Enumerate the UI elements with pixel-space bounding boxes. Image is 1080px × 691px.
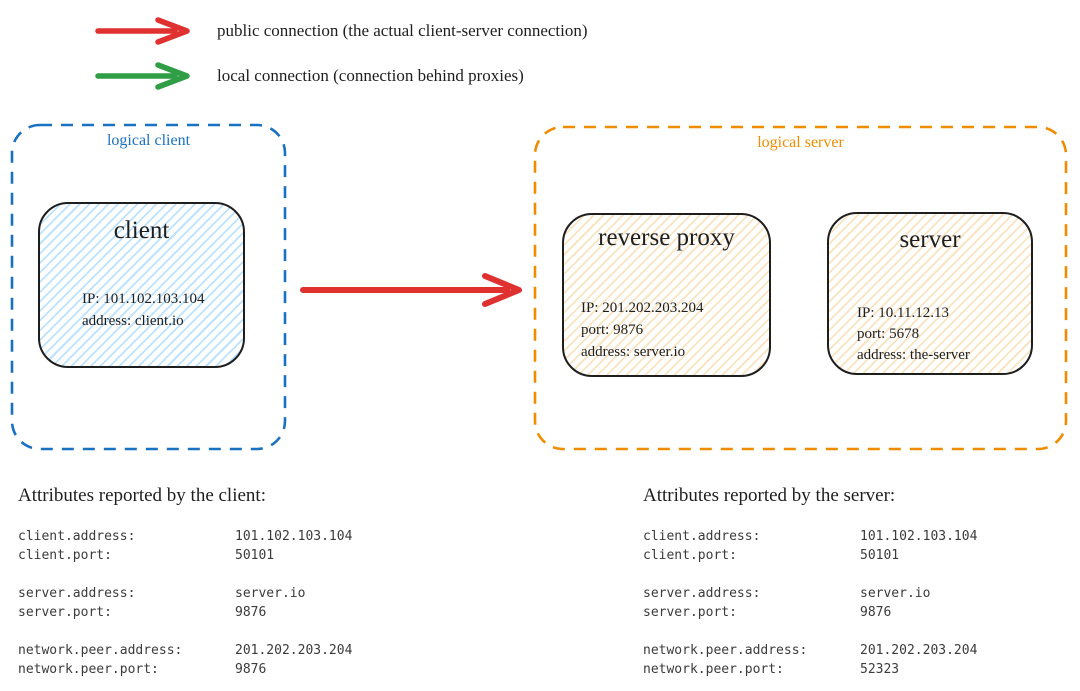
attr-key: server.port: — [18, 605, 112, 620]
attr-key: server.port: — [643, 605, 737, 620]
attr-key: client.port: — [18, 548, 112, 563]
attr-row: client.port: 50101 — [643, 546, 977, 565]
client-node: client IP: 101.102.103.104 address: clie… — [38, 202, 245, 368]
client-attr-group-client: client.address: 101.102.103.104 client.p… — [18, 527, 352, 565]
attr-value: 52323 — [860, 662, 900, 677]
server-attr-group-network-peer: network.peer.address: 201.202.203.204 ne… — [643, 641, 977, 679]
client-attr-group-server: server.address: server.io server.port: 9… — [18, 584, 352, 622]
attr-key: network.peer.port: — [18, 662, 159, 677]
reverse-proxy-node: reverse proxy IP: 201.202.203.204 port: … — [562, 213, 771, 377]
public-connection-arrow-path — [95, 17, 190, 45]
attr-value: 201.202.203.204 — [235, 643, 353, 658]
local-connection-arrow-icon — [95, 62, 190, 90]
client-node-title-text: client — [113, 217, 170, 244]
server-node-title-text: server — [899, 226, 961, 253]
local-connection-arrow-path — [95, 62, 190, 90]
client-attributes-table: client.address: 101.102.103.104 client.p… — [18, 527, 352, 679]
legend-label-local-connection: local connection (connection behind prox… — [217, 66, 524, 85]
server-attr-group-server: server.address: server.io server.port: 9… — [643, 584, 977, 622]
server-node-details: IP: 10.11.12.13 port: 5678 address: the-… — [857, 303, 970, 366]
attr-row: server.address: server.io — [18, 584, 352, 603]
server-node-title: server — [829, 223, 1031, 256]
public-connection-arrow-icon — [95, 17, 190, 45]
server-attributes-table: client.address: 101.102.103.104 client.p… — [643, 527, 977, 679]
client-node-ip: IP: 101.102.103.104 — [82, 291, 205, 307]
attr-key: client.address: — [18, 529, 136, 544]
reverse-proxy-node-port: port: 9876 — [581, 322, 644, 338]
logical-client-box: logical client client IP: 101.102.103.10… — [10, 123, 287, 451]
server-node-ip: IP: 10.11.12.13 — [857, 305, 949, 321]
attr-key: network.peer.address: — [643, 643, 808, 658]
attr-value: 9876 — [235, 605, 267, 620]
attr-row: client.port: 50101 — [18, 546, 352, 565]
logical-client-label: logical client — [106, 132, 191, 149]
server-node-port: port: 5678 — [857, 326, 920, 342]
attr-row: server.port: 9876 — [18, 603, 352, 622]
attr-row: server.port: 9876 — [643, 603, 977, 622]
attr-row: client.address: 101.102.103.104 — [643, 527, 977, 546]
attr-value: 9876 — [235, 662, 267, 677]
logical-client-border-rect — [10, 123, 287, 451]
client-attr-group-network-peer: network.peer.address: 201.202.203.204 ne… — [18, 641, 352, 679]
client-node-details: IP: 101.102.103.104 address: client.io — [82, 288, 205, 332]
server-node-address: address: the-server — [857, 347, 970, 363]
reverse-proxy-node-title-text: reverse proxy — [598, 224, 735, 251]
attr-value: 101.102.103.104 — [860, 529, 978, 544]
client-node-title: client — [40, 214, 243, 247]
attr-value: 50101 — [235, 548, 275, 563]
logical-client-dashed-border — [10, 123, 287, 451]
attr-value: 50101 — [860, 548, 900, 563]
reverse-proxy-node-details: IP: 201.202.203.204 port: 9876 address: … — [581, 297, 704, 363]
logical-server-dashed-border — [533, 125, 1068, 451]
server-attr-group-client: client.address: 101.102.103.104 client.p… — [643, 527, 977, 565]
attr-key: network.peer.address: — [18, 643, 183, 658]
attr-key: network.peer.port: — [643, 662, 784, 677]
client-node-address: address: client.io — [82, 313, 184, 329]
logical-server-box: logical server reverse proxy IP: 201.202… — [533, 125, 1068, 451]
logical-server-label: logical server — [757, 134, 844, 151]
reverse-proxy-node-address: address: server.io — [581, 344, 686, 360]
attr-row: server.address: server.io — [643, 584, 977, 603]
client-attributes-heading: Attributes reported by the client: — [18, 485, 266, 506]
legend-item-local-connection: local connection (connection behind prox… — [95, 60, 524, 92]
client-attributes-panel: Attributes reported by the client: clien… — [18, 483, 352, 691]
attr-value: server.io — [235, 586, 306, 601]
legend-item-public-connection: public connection (the actual client-ser… — [95, 15, 588, 47]
attr-value: 201.202.203.204 — [860, 643, 978, 658]
attr-value: 101.102.103.104 — [235, 529, 353, 544]
attr-key: client.port: — [643, 548, 737, 563]
legend-label-public-connection: public connection (the actual client-ser… — [217, 21, 588, 40]
logical-server-border-rect — [533, 125, 1068, 451]
server-attributes-heading: Attributes reported by the server: — [643, 485, 896, 506]
reverse-proxy-node-ip: IP: 201.202.203.204 — [581, 300, 704, 316]
server-node: server IP: 10.11.12.13 port: 5678 addres… — [827, 212, 1033, 375]
attr-row: network.peer.port: 52323 — [643, 660, 977, 679]
attr-row: network.peer.address: 201.202.203.204 — [643, 641, 977, 660]
attr-row: network.peer.port: 9876 — [18, 660, 352, 679]
client-to-server-arrow-path — [300, 273, 522, 307]
attr-value: 9876 — [860, 605, 892, 620]
attr-key: server.address: — [643, 586, 761, 601]
attr-row: network.peer.address: 201.202.203.204 — [18, 641, 352, 660]
attr-value: server.io — [860, 586, 931, 601]
server-attributes-panel: Attributes reported by the server: clien… — [643, 483, 977, 691]
reverse-proxy-node-title: reverse proxy — [564, 221, 769, 254]
attr-key: client.address: — [643, 529, 761, 544]
attr-key: server.address: — [18, 586, 136, 601]
client-to-server-arrow-icon — [300, 273, 522, 307]
attr-row: client.address: 101.102.103.104 — [18, 527, 352, 546]
